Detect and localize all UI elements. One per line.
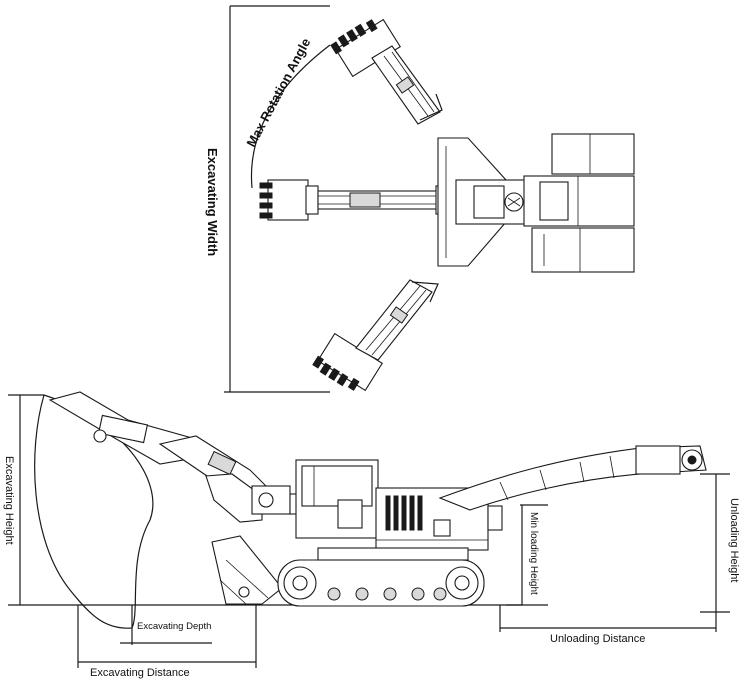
top-view: Max Rotation Angle Excavating Width [205, 5, 635, 393]
side-boom [48, 391, 309, 523]
unloading-height-bracket [700, 473, 730, 613]
middle-boom [259, 179, 457, 221]
excavating-height-bracket [8, 394, 44, 605]
max-rotation-arc [250, 44, 331, 189]
top-view-body [437, 133, 635, 273]
lower-rotated-boom [312, 279, 439, 392]
excavating-width-bracket [224, 5, 330, 393]
side-conveyor [438, 445, 707, 511]
side-cab [295, 459, 379, 539]
min-loading-height-bracket [506, 504, 548, 606]
unloading-distance-bracket [499, 605, 717, 632]
side-tracks [277, 547, 485, 607]
excavating-depth-label: Excavating Depth [137, 621, 211, 632]
excavating-distance-bracket [77, 605, 257, 668]
excavating-height-label: Excavating Height [3, 456, 15, 545]
side-bucket [211, 535, 283, 605]
upper-rotated-boom [330, 18, 443, 125]
excavating-depth-bracket [120, 605, 212, 645]
unloading-distance-label: Unloading Distance [550, 633, 645, 645]
max-rotation-angle-label: Max Rotation Angle [243, 36, 313, 150]
excavating-width-label: Excavating Width [205, 148, 220, 256]
unloading-height-label: Unloading Height [728, 498, 740, 582]
side-view: Excavating Height Excavating Depth Excav… [3, 391, 740, 679]
excavating-distance-label: Excavating Distance [90, 667, 190, 679]
min-loading-height-label: Min loading Height [528, 512, 539, 595]
